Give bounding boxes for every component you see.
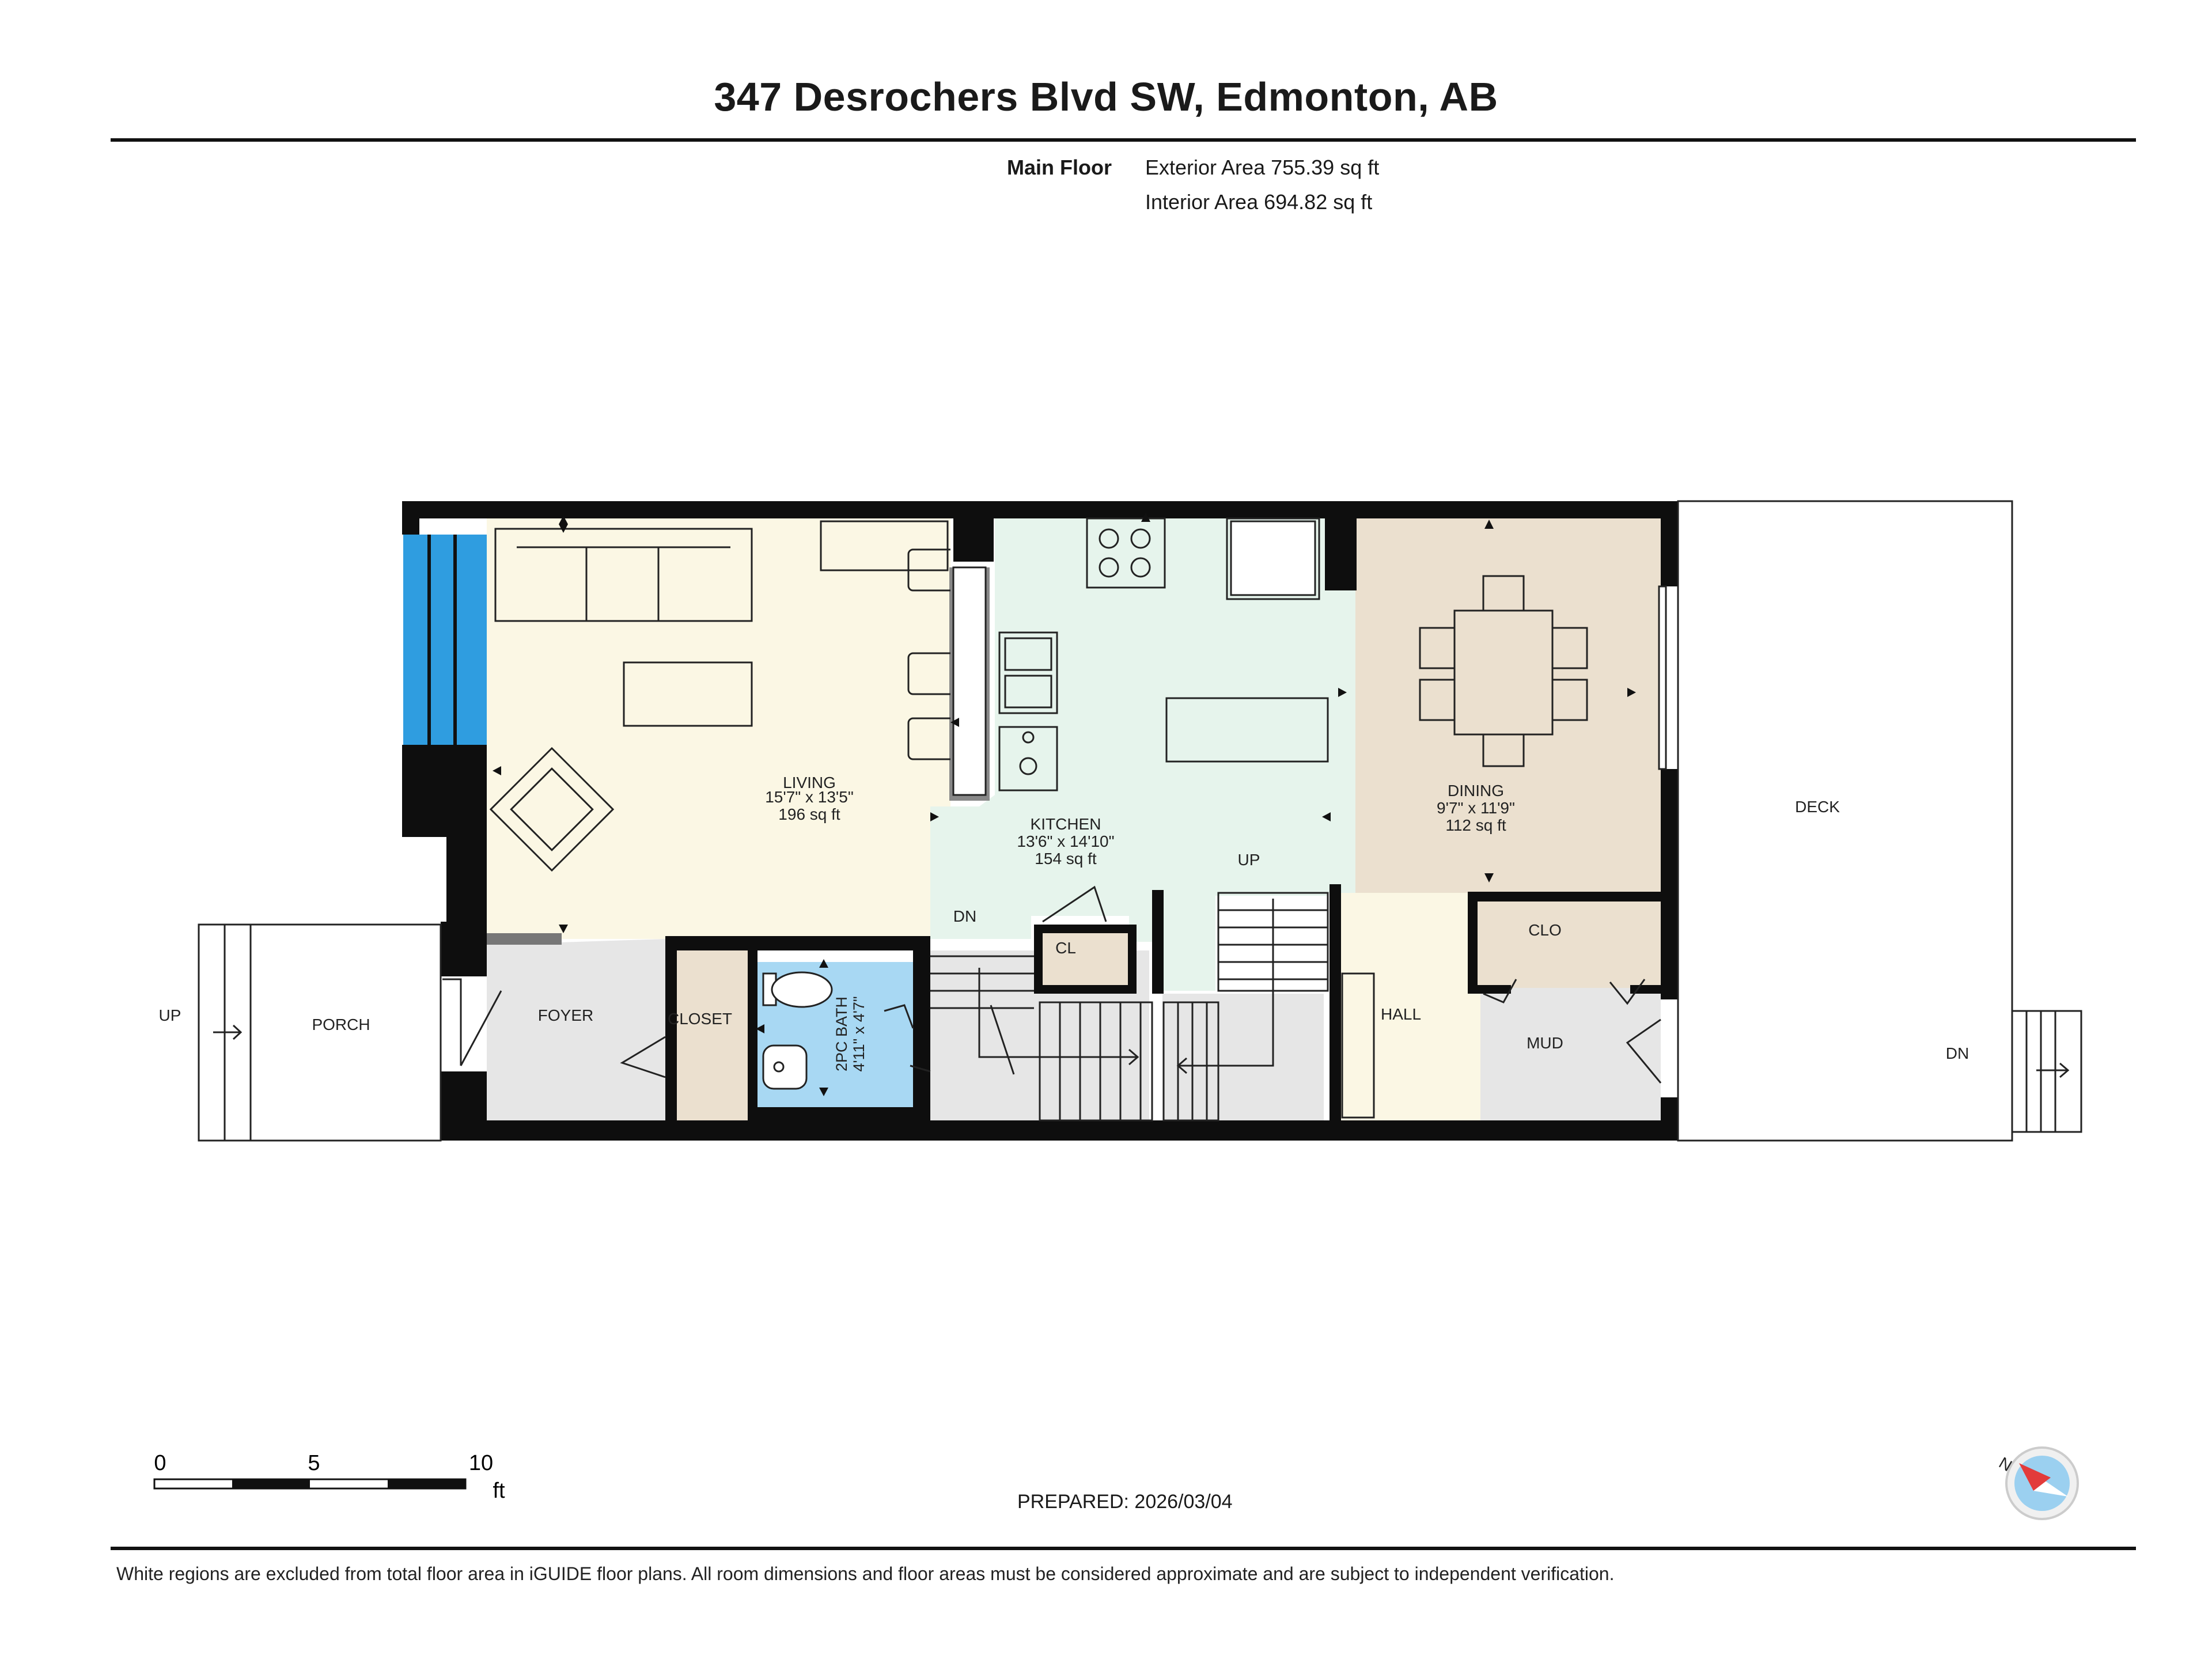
kitchen-dims: 13'6" x 14'10"	[1017, 832, 1114, 850]
stairs-up-fill	[1162, 994, 1324, 1120]
dimension-markers	[493, 513, 1636, 1096]
disclaimer: White regions are excluded from total fl…	[116, 1563, 1615, 1584]
window-bay	[403, 535, 487, 745]
dining-table	[1419, 575, 1588, 767]
clo-fill	[1478, 902, 1661, 988]
interior-area: Interior Area 694.82 sq ft	[1145, 190, 1373, 214]
living-name: LIVING	[783, 774, 836, 791]
scale-zero: 0	[154, 1451, 166, 1475]
deck-dn-label: DN	[1946, 1044, 1969, 1062]
living-room-fill	[487, 517, 950, 939]
exterior-area: Exterior Area 755.39 sq ft	[1145, 156, 1380, 179]
bath-label: 2PC BATH 4'11" x 4'7"	[833, 996, 868, 1071]
bath-dims: 4'11" x 4'7"	[850, 996, 868, 1071]
living-area: 196 sq ft	[778, 805, 840, 823]
foyer-fill	[487, 939, 665, 1120]
scale-unit: ft	[493, 1479, 505, 1503]
clo-name: CLO	[1528, 921, 1562, 939]
kitchen-fixtures	[998, 517, 1329, 791]
room-labels: LIVING 15'7" x 13'5" 196 sq ft KITCHEN 1…	[159, 774, 1969, 1062]
porch-name: PORCH	[312, 1016, 370, 1033]
dining-room-fill	[1355, 517, 1661, 893]
mud-fill	[1480, 988, 1661, 1120]
footer-rule	[111, 1547, 2136, 1550]
closet-name: CLOSET	[668, 1010, 732, 1028]
kitchen-fill	[930, 517, 1355, 991]
stairs-dn-label: DN	[953, 907, 976, 925]
title-rule	[111, 138, 2136, 142]
kitchen-area: 154 sq ft	[1035, 850, 1097, 868]
scale-five: 5	[308, 1451, 320, 1475]
interior-walls	[665, 884, 1661, 1120]
foyer-name: FOYER	[538, 1006, 593, 1024]
porch	[198, 923, 442, 1142]
cl-fill	[1041, 933, 1128, 988]
stairs-up-label: UP	[1238, 851, 1260, 869]
deck	[1677, 500, 2082, 1142]
deck-name: DECK	[1795, 798, 1840, 816]
mud-name: MUD	[1527, 1034, 1563, 1052]
hall-fill	[1339, 893, 1480, 1120]
scale-ten: 10	[469, 1451, 493, 1475]
doors	[442, 885, 1662, 1084]
living-dims: 15'7" x 13'5"	[765, 788, 854, 806]
dining-dims: 9'7" x 11'9"	[1437, 799, 1515, 817]
bath-fixtures	[762, 971, 833, 1090]
dining-area: 112 sq ft	[1445, 816, 1506, 834]
stairs	[930, 892, 1375, 1122]
compass-icon: N	[1996, 1446, 2079, 1520]
living-furniture	[489, 520, 950, 872]
page-title: 347 Desrochers Blvd SW, Edmonton, AB	[714, 74, 1498, 119]
hall-name: HALL	[1381, 1005, 1421, 1023]
kitchen-name: KITCHEN	[1031, 815, 1101, 833]
dining-name: DINING	[1448, 782, 1504, 800]
floor-name: Main Floor	[1007, 156, 1112, 179]
bath-name: 2PC BATH	[833, 997, 850, 1071]
closet-fill	[676, 950, 748, 1120]
cl-name: CL	[1055, 939, 1076, 957]
dining-window	[1658, 585, 1667, 770]
prepared-date: PREPARED: 2026/03/04	[1017, 1491, 1233, 1513]
porch-up-label: UP	[159, 1006, 181, 1024]
scale-bar: 0 5 10 ft	[153, 1451, 505, 1503]
